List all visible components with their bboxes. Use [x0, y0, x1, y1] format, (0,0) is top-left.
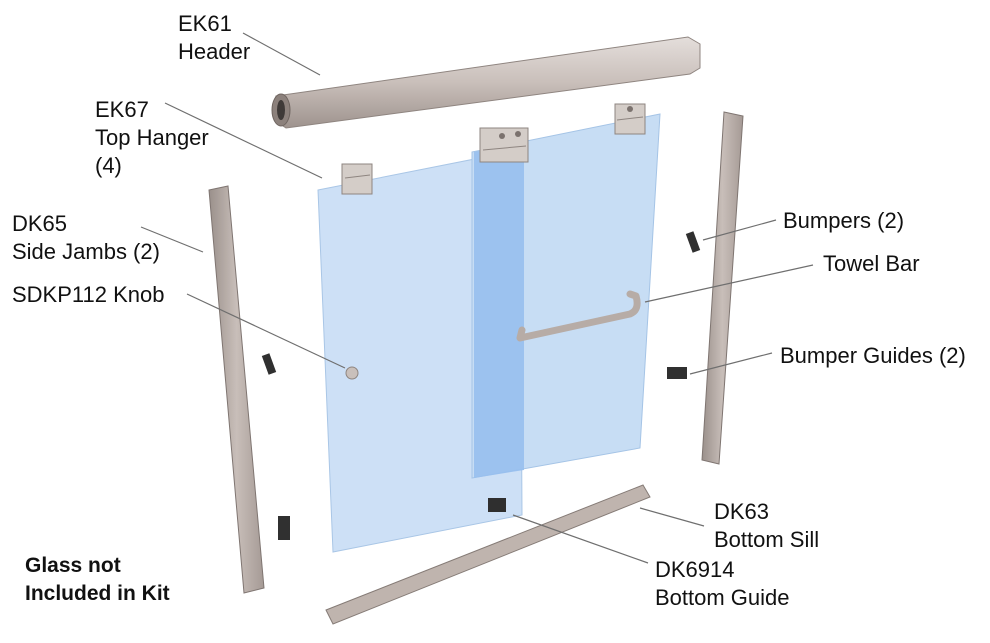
label-top-hanger-name: Top Hanger — [95, 125, 209, 150]
label-bottom-guide-part: DK6914 — [655, 557, 735, 582]
bottom-sill — [325, 484, 651, 625]
label-header-part: EK61 — [178, 11, 232, 36]
glass-not-included-note: Glass not Included in Kit — [25, 552, 170, 608]
label-bottom-sill-name: Bottom Sill — [714, 527, 820, 552]
label-towel-bar-text: Towel Bar — [823, 251, 920, 276]
bumper-guide-right — [667, 367, 687, 379]
note-line-2: Included in Kit — [25, 582, 170, 605]
label-top-hanger: EK67 Top Hanger (4) — [95, 96, 209, 180]
label-side-jambs: DK65 Side Jambs (2) — [12, 210, 160, 266]
bumper-left — [261, 353, 277, 375]
bumper-right — [685, 231, 701, 253]
label-top-hanger-part: EK67 — [95, 97, 149, 122]
label-side-jambs-part: DK65 — [12, 211, 68, 236]
label-bumper-guides: Bumper Guides (2) — [780, 342, 966, 370]
top-hanger-left — [341, 163, 373, 195]
label-side-jambs-name: Side Jambs (2) — [12, 239, 160, 264]
label-bottom-sill: DK63 Bottom Sill — [714, 498, 819, 554]
bumper-guide-left — [278, 516, 290, 540]
sdkp112-knob — [345, 366, 359, 380]
top-hanger-center — [479, 127, 529, 163]
left-side-jamb — [208, 185, 265, 594]
label-bumper-guides-text: Bumper Guides (2) — [780, 343, 966, 368]
label-bottom-guide: DK6914 Bottom Guide — [655, 556, 790, 612]
header-rail — [271, 36, 701, 129]
label-knob-text: SDKP112 Knob — [12, 282, 165, 307]
label-top-hanger-qty: (4) — [95, 153, 122, 178]
label-towel-bar: Towel Bar — [823, 250, 920, 278]
label-bottom-sill-part: DK63 — [714, 499, 770, 524]
label-header: EK61 Header — [178, 10, 250, 66]
label-header-name: Header — [178, 39, 251, 64]
label-knob: SDKP112 Knob — [12, 281, 164, 309]
label-bumpers-text: Bumpers (2) — [783, 208, 905, 233]
leader-lines — [140, 32, 814, 564]
label-bottom-guide-name: Bottom Guide — [655, 585, 790, 610]
glass-overlap-strip — [474, 142, 524, 478]
label-bumpers: Bumpers (2) — [783, 207, 904, 235]
top-hanger-right — [614, 103, 646, 135]
bottom-guide-part — [488, 498, 506, 512]
note-line-1: Glass not — [25, 554, 121, 577]
right-side-jamb — [701, 111, 744, 465]
towel-bar — [516, 290, 641, 342]
left-glass-panel — [317, 149, 523, 553]
